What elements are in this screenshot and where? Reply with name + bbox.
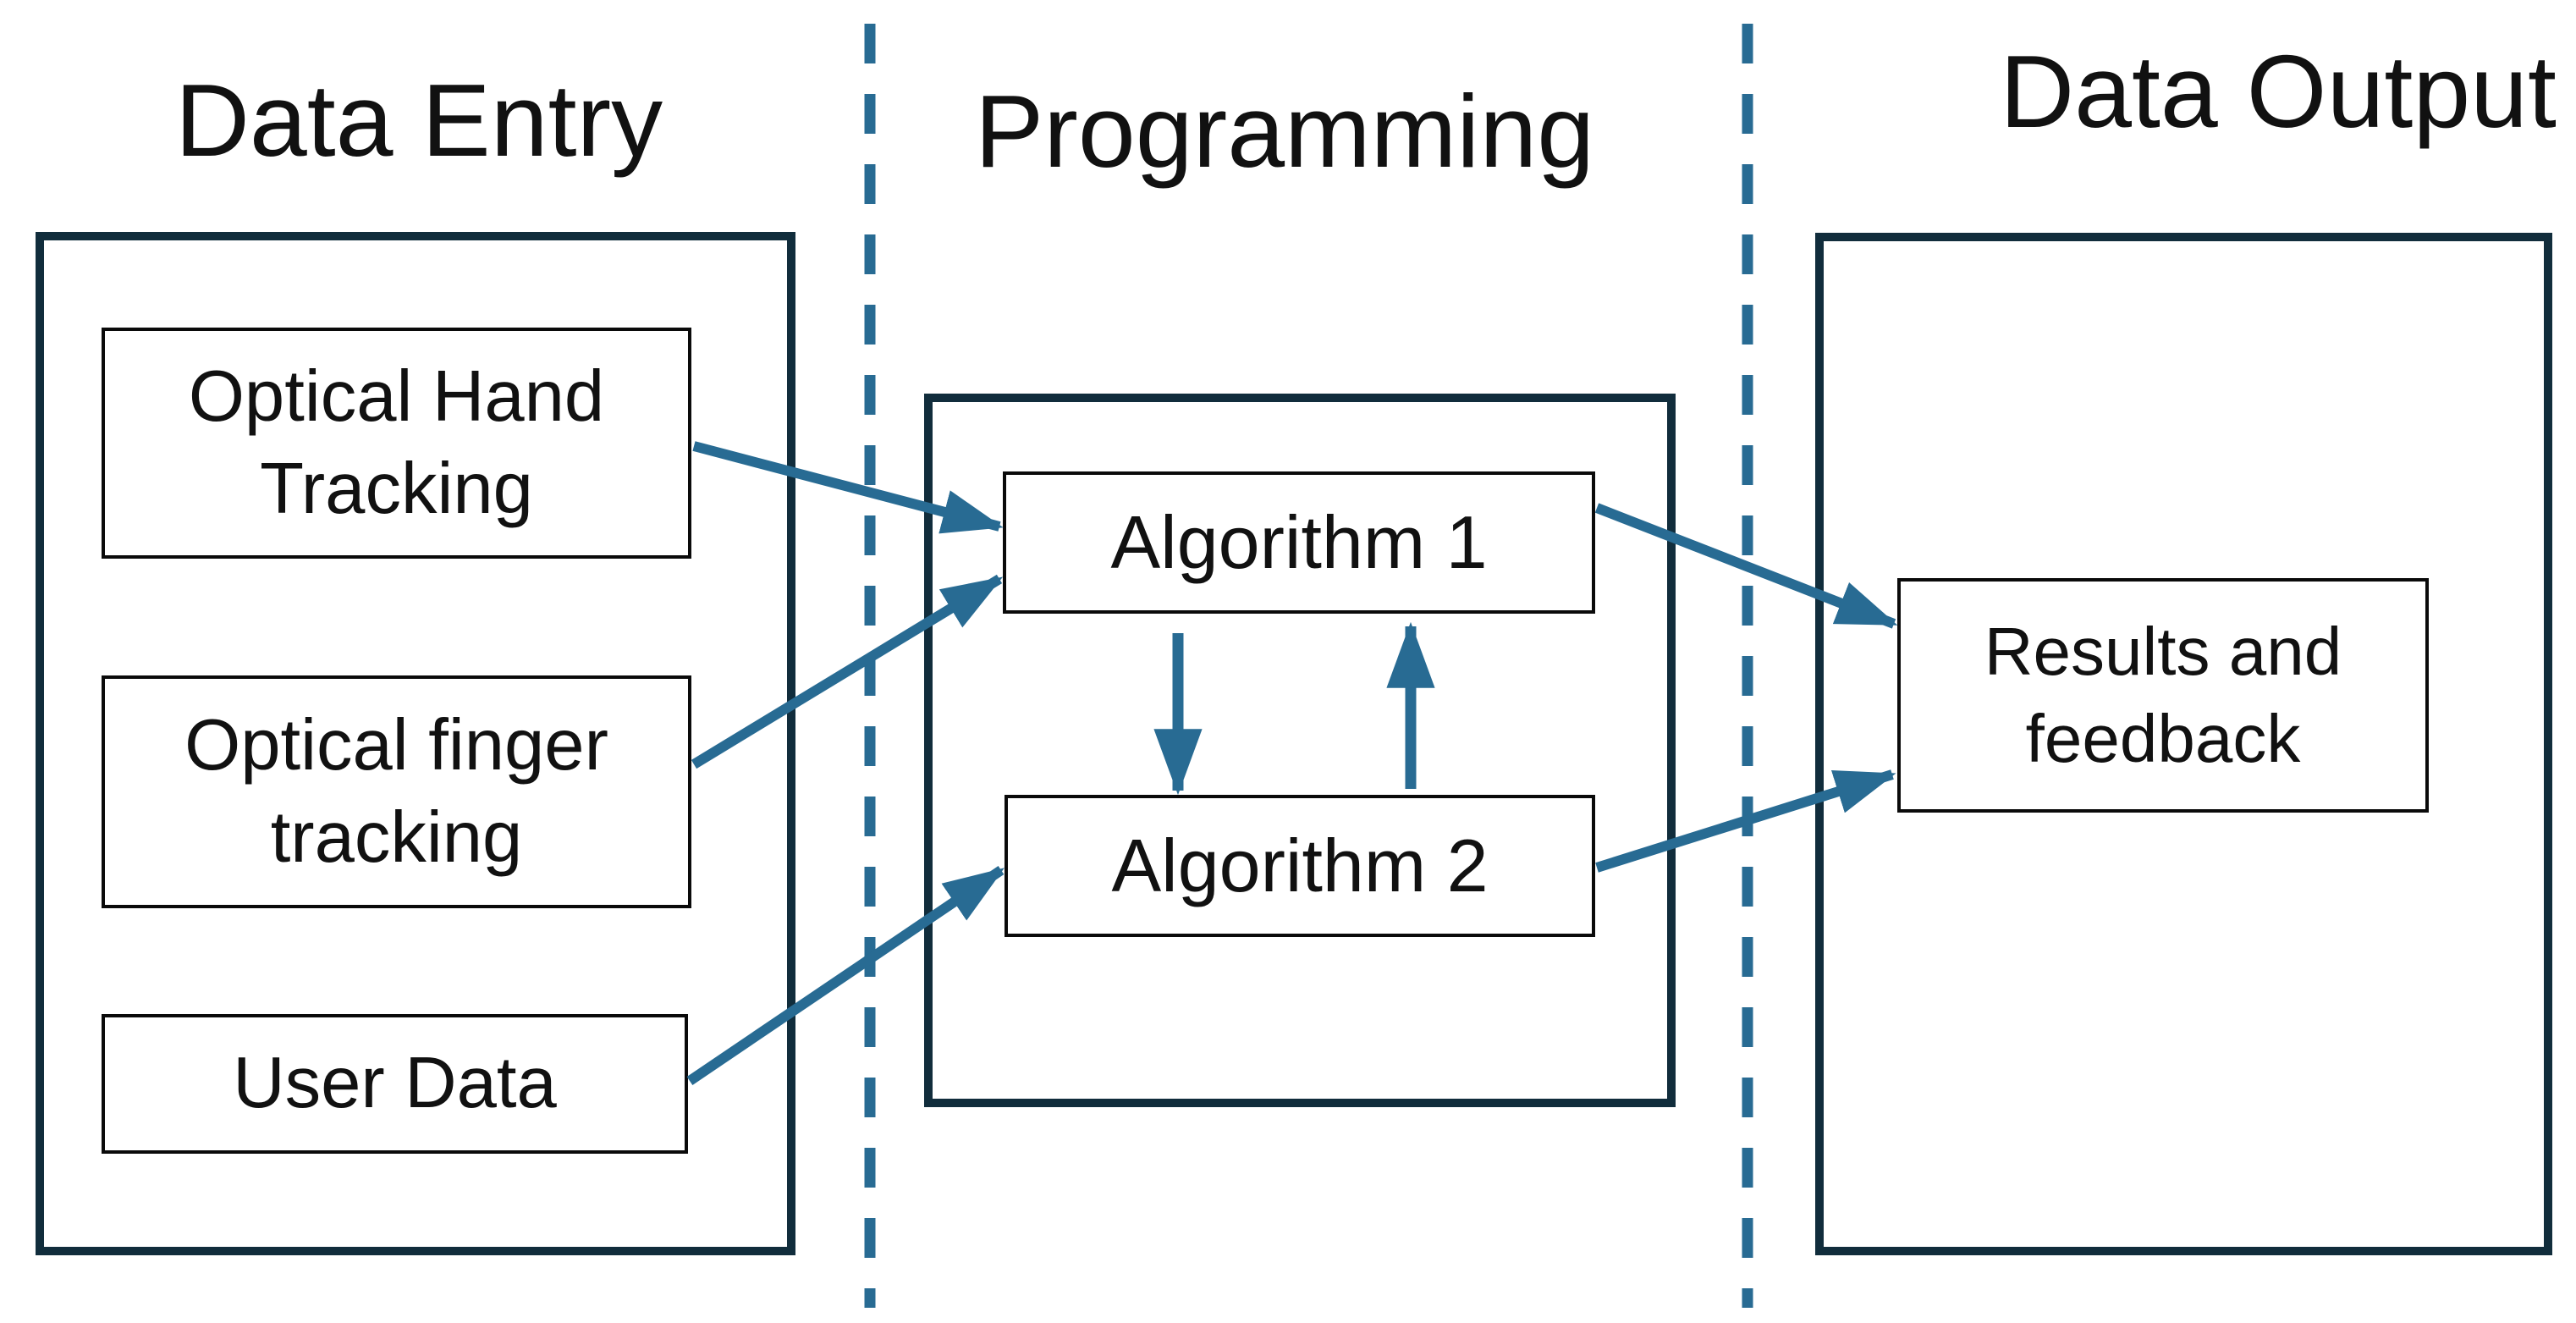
node-algorithm-2-label: Algorithm 2 <box>1111 823 1489 907</box>
node-optical-finger-tracking: Optical finger tracking <box>102 675 691 908</box>
node-optical-hand-tracking: Optical Hand Tracking <box>102 328 691 559</box>
node-results-feedback-label: Results and feedback <box>1984 614 2342 776</box>
node-algorithm-1-label: Algorithm 1 <box>1110 499 1488 584</box>
node-optical-finger-tracking-label: Optical finger tracking <box>184 704 608 878</box>
node-results-feedback: Results and feedback <box>1897 578 2429 813</box>
column-title-data-output: Data Output <box>2000 34 2557 149</box>
node-algorithm-2: Algorithm 2 <box>1005 795 1595 937</box>
node-algorithm-1: Algorithm 1 <box>1003 471 1595 614</box>
column-title-programming: Programming <box>974 74 1595 189</box>
column-title-data-entry: Data Entry <box>174 63 663 178</box>
frame-data-output <box>1815 233 2552 1255</box>
node-user-data: User Data <box>102 1014 688 1154</box>
node-optical-hand-tracking-label: Optical Hand Tracking <box>188 356 605 529</box>
node-user-data-label: User Data <box>233 1043 557 1124</box>
